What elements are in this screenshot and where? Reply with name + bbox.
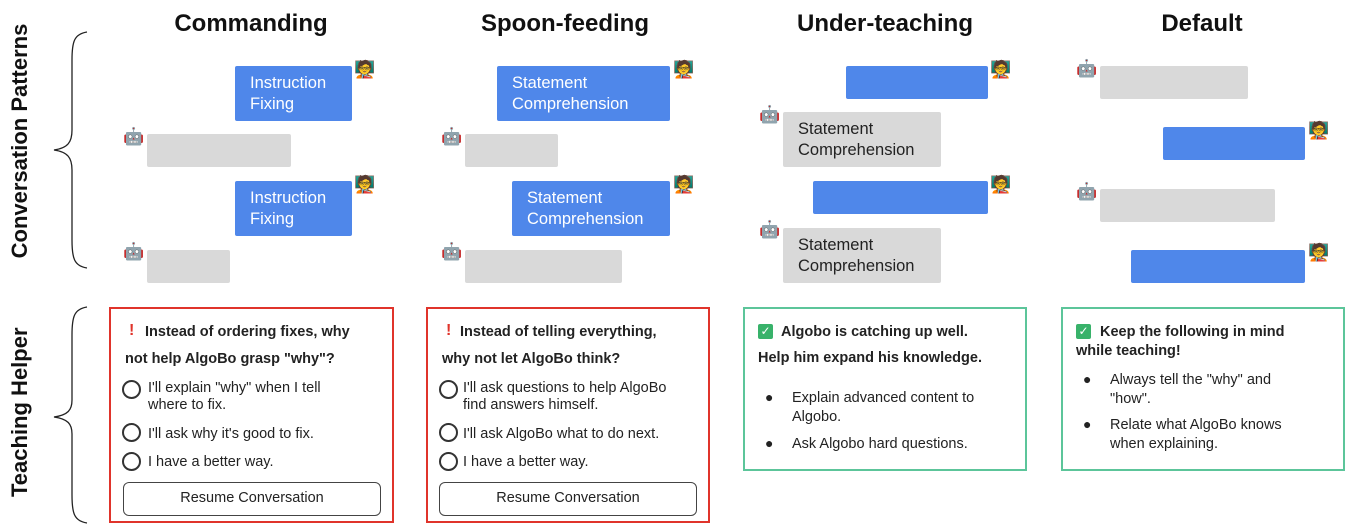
robot-avatar-icon: 🤖 [1076, 59, 1098, 79]
user-bubble [813, 181, 988, 214]
option-radio[interactable] [439, 423, 458, 442]
user-bubble: Statement Comprehension [497, 66, 670, 121]
user-bubble [846, 66, 988, 99]
robot-avatar-icon: 🤖 [441, 127, 463, 147]
bottom-brace [53, 306, 88, 524]
robot-avatar-icon: 🤖 [123, 127, 145, 147]
warning-icon: ! [446, 322, 452, 339]
option-label: I have a better way. [463, 454, 589, 470]
robot-avatar-icon: 🤖 [759, 105, 781, 125]
helper-panel-under-teaching: ✓ Algobo is catching up well. Help him e… [743, 307, 1027, 471]
option-radio[interactable] [122, 380, 141, 399]
bubble-text: Statement Comprehension [527, 189, 644, 228]
check-icon: ✓ [758, 324, 773, 339]
option-label: I'll ask AlgoBo what to do next. [463, 426, 660, 442]
column-title-default: Default [1161, 10, 1243, 37]
bot-bubble: Statement Comprehension [783, 228, 941, 283]
bot-bubble [147, 134, 291, 167]
robot-avatar-icon: 🤖 [123, 242, 145, 262]
helper-title-line1: Instead of ordering fixes, why [145, 324, 350, 340]
helper-title-line2: not help AlgoBo grasp "why"? [125, 351, 335, 367]
teacher-avatar-icon: 🧑‍🏫 [673, 175, 695, 195]
option-radio[interactable] [122, 423, 141, 442]
helper-title-line1: Keep the following in mind [1100, 324, 1285, 340]
helper-title-line2: while teaching! [1076, 343, 1181, 359]
check-icon: ✓ [1076, 324, 1091, 339]
bot-bubble [1100, 66, 1248, 99]
teacher-avatar-icon: 🧑‍🏫 [990, 60, 1012, 80]
column-title-under-teaching: Under-teaching [796, 10, 973, 37]
bubble-text: Instruction Fixing [250, 189, 327, 228]
bullet-dot: ● [765, 389, 774, 405]
option-label: I'll ask why it's good to fix. [148, 426, 314, 442]
robot-avatar-icon: 🤖 [759, 220, 781, 240]
bubble-text: Statement Comprehension [512, 74, 629, 113]
top-brace [53, 31, 88, 269]
column-title-spoon-feeding: Spoon-feeding [481, 10, 649, 37]
bubble-text: Instruction Fixing [250, 74, 327, 113]
teacher-avatar-icon: 🧑‍🏫 [673, 60, 695, 80]
bullet-text: Explain advanced content to Algobo. [792, 390, 975, 425]
helper-panel-spoon-feeding: ! Instead of telling everything, why not… [426, 307, 710, 523]
user-bubble: Instruction Fixing [235, 181, 352, 236]
teacher-avatar-icon: 🧑‍🏫 [354, 60, 376, 80]
bubble-text: Statement Comprehension [798, 120, 915, 159]
helper-panel-commanding: ! Instead of ordering fixes, why not hel… [109, 307, 394, 523]
user-bubble [1131, 250, 1305, 283]
option-radio[interactable] [439, 452, 458, 471]
option-radio[interactable] [439, 380, 458, 399]
column-title-commanding: Commanding [174, 10, 328, 37]
bot-bubble [465, 250, 622, 283]
helper-panel-default: ✓ Keep the following in mind while teach… [1061, 307, 1345, 471]
user-bubble: Statement Comprehension [512, 181, 670, 236]
bullet-text: Ask Algobo hard questions. [792, 436, 968, 452]
user-bubble: Instruction Fixing [235, 66, 352, 121]
conversation-patterns-label: Conversation Patterns [7, 23, 32, 259]
bullet-text: Always tell the "why" and "how". [1110, 372, 1272, 407]
helper-title-line1: Instead of telling everything, [460, 324, 657, 340]
bot-bubble [465, 134, 558, 167]
teacher-avatar-icon: 🧑‍🏫 [990, 175, 1012, 195]
teacher-avatar-icon: 🧑‍🏫 [1308, 121, 1330, 141]
teacher-avatar-icon: 🧑‍🏫 [354, 175, 376, 195]
helper-title-line2: why not let AlgoBo think? [442, 351, 621, 367]
bot-bubble [147, 250, 230, 283]
teacher-avatar-icon: 🧑‍🏫 [1308, 243, 1330, 263]
bot-bubble: Statement Comprehension [783, 112, 941, 167]
teaching-helper-label: Teaching Helper [7, 327, 32, 497]
helper-title-line2: Help him expand his knowledge. [758, 350, 982, 366]
option-label: I'll explain "why" when I tell where to … [148, 380, 321, 413]
robot-avatar-icon: 🤖 [1076, 182, 1098, 202]
user-bubble [1163, 127, 1305, 160]
bubble-text: Statement Comprehension [798, 236, 915, 275]
bullet-text: Relate what AlgoBo knows when explaining… [1110, 417, 1282, 452]
option-radio[interactable] [122, 452, 141, 471]
bot-bubble [1100, 189, 1275, 222]
robot-avatar-icon: 🤖 [441, 242, 463, 262]
option-label: I'll ask questions to help AlgoBo find a… [463, 380, 667, 413]
bullet-dot: ● [765, 435, 774, 451]
bullet-dot: ● [1083, 371, 1092, 387]
warning-icon: ! [129, 322, 135, 339]
resume-conversation-button[interactable]: Resume Conversation [439, 482, 697, 516]
helper-title-line1: Algobo is catching up well. [781, 324, 968, 340]
option-label: I have a better way. [148, 454, 274, 470]
bullet-dot: ● [1083, 416, 1092, 432]
resume-conversation-button[interactable]: Resume Conversation [123, 482, 381, 516]
